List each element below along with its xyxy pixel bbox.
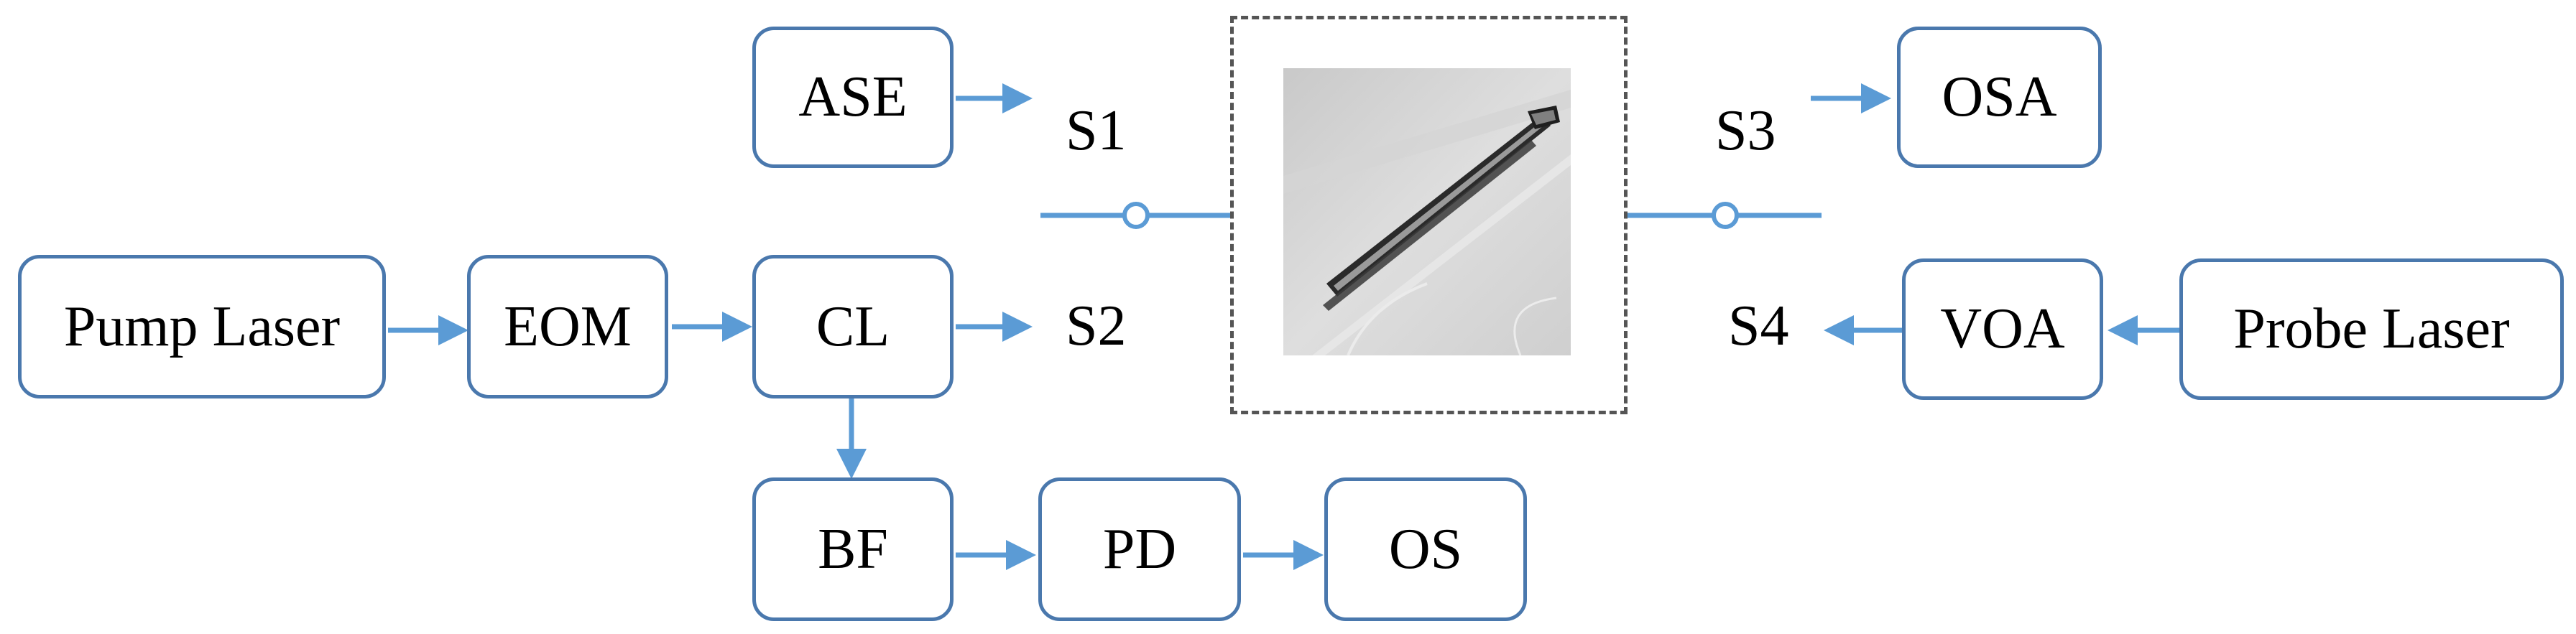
switch-label-s1: S1	[1066, 99, 1127, 162]
ase-block: ASE	[752, 27, 954, 168]
pump-laser-block: Pump Laser	[18, 255, 386, 398]
osa-block: OSA	[1897, 27, 2102, 168]
probe-laser-block: Probe Laser	[2179, 258, 2564, 400]
switch-label-s3: S3	[1715, 99, 1776, 162]
cl-block: CL	[752, 255, 954, 398]
eom-block: EOM	[467, 255, 668, 398]
switch-label-s2: S2	[1066, 294, 1127, 358]
switch-label-s4: S4	[1728, 294, 1789, 358]
right-switch-node	[1712, 202, 1739, 229]
bf-block: BF	[752, 477, 954, 621]
device-micrograph-image	[1283, 68, 1571, 355]
voa-block: VOA	[1902, 258, 2103, 400]
device-frame	[1230, 16, 1628, 414]
left-switch-node	[1122, 202, 1150, 229]
pd-block: PD	[1038, 477, 1241, 621]
os-block: OS	[1324, 477, 1527, 621]
